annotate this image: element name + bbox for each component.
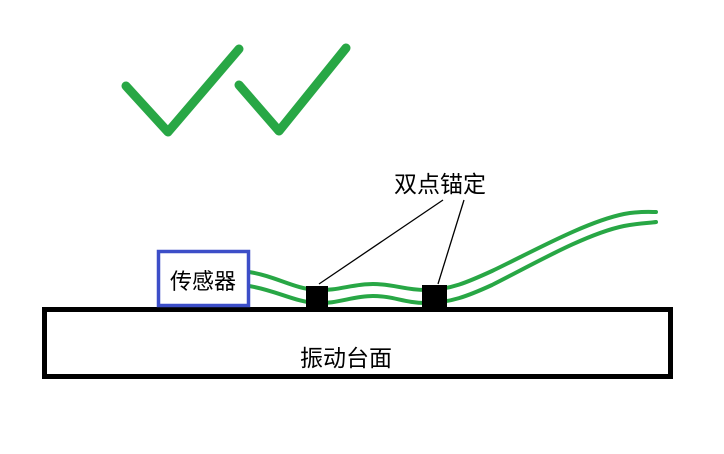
checkmark-icon xyxy=(234,43,351,136)
vibration-table-label: 振动台面 xyxy=(300,346,392,372)
sensor-label: 传感器 xyxy=(170,270,236,295)
cable-upper-wire xyxy=(247,209,658,293)
anchor-block-right xyxy=(422,285,447,307)
sensor-box xyxy=(156,249,251,308)
anchor-annotation-label: 双点锚定 xyxy=(394,172,486,198)
checkmark-icon xyxy=(121,44,244,137)
anchor-block-left xyxy=(306,286,328,308)
vibration-table xyxy=(42,307,673,379)
leader-line-left xyxy=(318,199,444,285)
leader-line-right xyxy=(437,199,465,285)
